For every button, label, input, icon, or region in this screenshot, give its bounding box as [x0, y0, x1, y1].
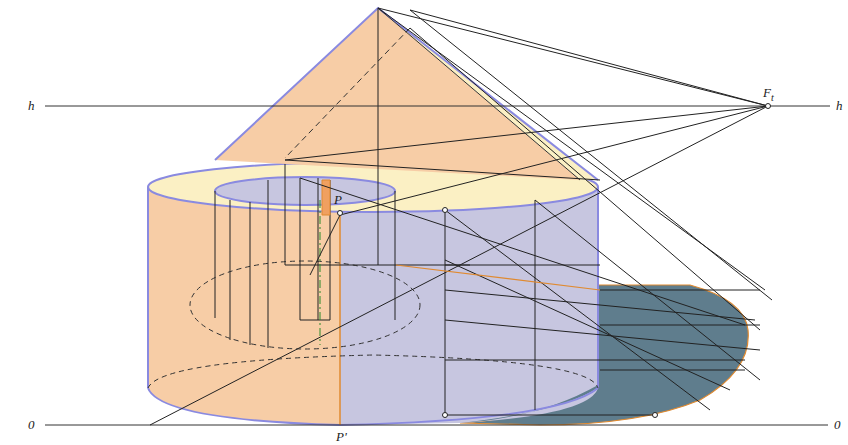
point-label: h [28, 99, 35, 112]
point-label: 0 [28, 418, 35, 431]
point-label: P [334, 193, 342, 206]
point-label: h [836, 99, 843, 112]
point-label: Ft [763, 86, 774, 103]
point-label: P' [336, 430, 347, 443]
point-label: 0 [834, 418, 841, 431]
